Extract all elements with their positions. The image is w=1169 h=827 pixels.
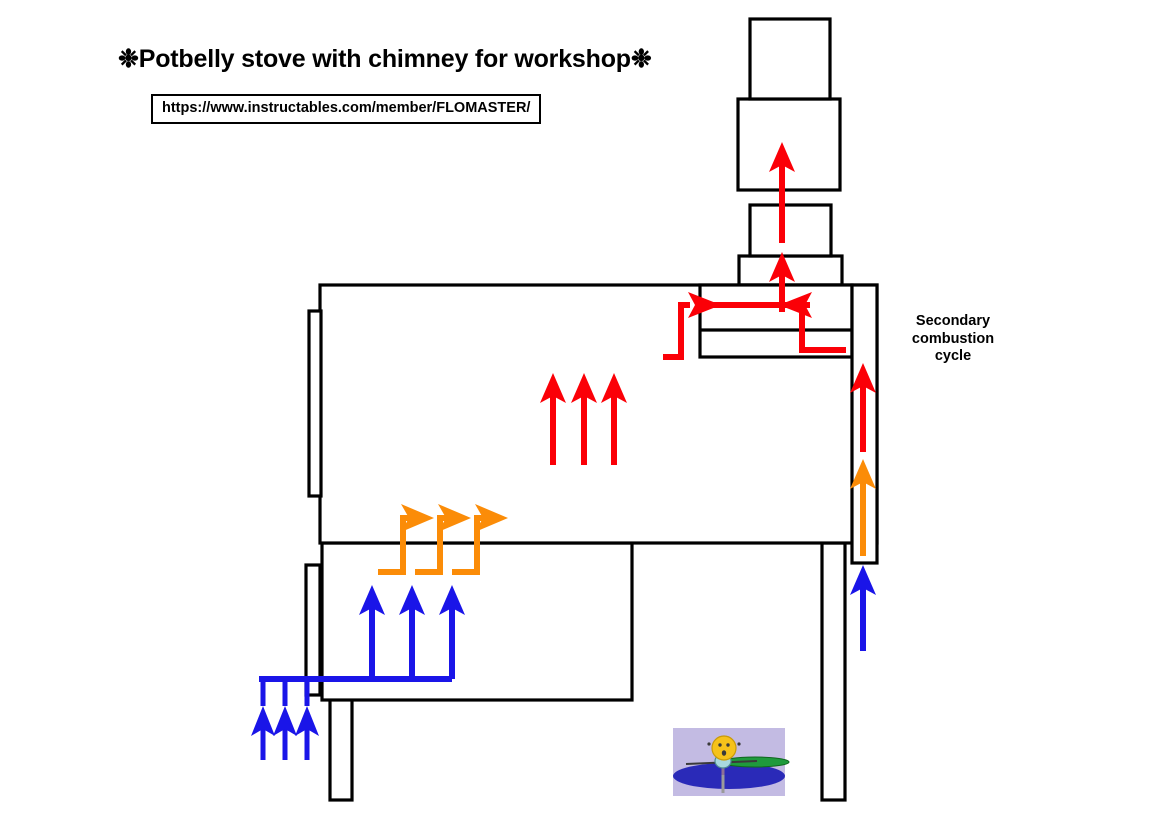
stove-structure <box>304 17 879 802</box>
chimney-cap <box>748 17 832 101</box>
lower-left-flange <box>304 563 322 697</box>
secondary-combustion-label-line1: Secondary <box>915 313 991 329</box>
intake-air-flows <box>251 565 876 760</box>
page-title: ❉Potbelly stove with chimney for worksho… <box>118 45 652 73</box>
avatar-antenna-right <box>737 742 741 746</box>
avatar-antenna-left <box>707 742 711 746</box>
intake-air-head-3 <box>295 706 319 736</box>
avatar-face <box>711 735 737 761</box>
chimney-exhaust-lower-head <box>769 252 795 282</box>
primary-air-riser-head-2 <box>399 585 425 615</box>
left-door-flange <box>307 309 323 498</box>
secondary-combustion-label-line3: cycle <box>934 348 972 365</box>
riser-secondary-air-head <box>850 459 876 489</box>
avatar-disc <box>673 763 785 789</box>
hot-gas-flows <box>540 142 876 465</box>
secondary-combustion-label-line2: combustion <box>911 330 995 347</box>
primary-air-riser-head-3 <box>439 585 465 615</box>
secondary-return-path <box>799 302 846 353</box>
secondary-combustion-label: Secondary combustion cycle <box>893 313 1013 366</box>
secondary-air-flows <box>378 459 876 575</box>
avatar-eye-right <box>726 743 730 747</box>
intake-air-head-1 <box>251 706 275 736</box>
firebox-hot-gas-head-3 <box>601 373 627 403</box>
firebox-hot-gas-head-1 <box>540 373 566 403</box>
intake-air-head-2 <box>273 706 297 736</box>
author-url-box[interactable]: https://www.instructables.com/member/FLO… <box>151 94 542 124</box>
chimney-exhaust-upper-head <box>769 142 795 172</box>
secondary-combustion-box <box>698 283 854 359</box>
firebox-hot-gas-head-2 <box>571 373 597 403</box>
chimney-lower-section <box>748 203 833 258</box>
riser-intake-air-head <box>850 565 876 595</box>
riser-hot-gas-head <box>850 363 876 393</box>
secondary-air-jet-3-head <box>475 504 508 532</box>
avatar-eye-left <box>718 743 722 747</box>
flomaster-avatar <box>673 728 790 796</box>
secondary-left-elbow <box>663 302 690 360</box>
chimney-upper-section <box>736 97 842 192</box>
author-url-text: https://www.instructables.com/member/FLO… <box>162 100 531 116</box>
avatar-mouth <box>721 750 727 756</box>
secondary-air-jet-2-head <box>438 504 471 532</box>
chimney-collar <box>737 254 844 287</box>
primary-air-riser-head-1 <box>359 585 385 615</box>
secondary-air-jet-1-head <box>401 504 434 532</box>
leg-right <box>820 541 847 802</box>
